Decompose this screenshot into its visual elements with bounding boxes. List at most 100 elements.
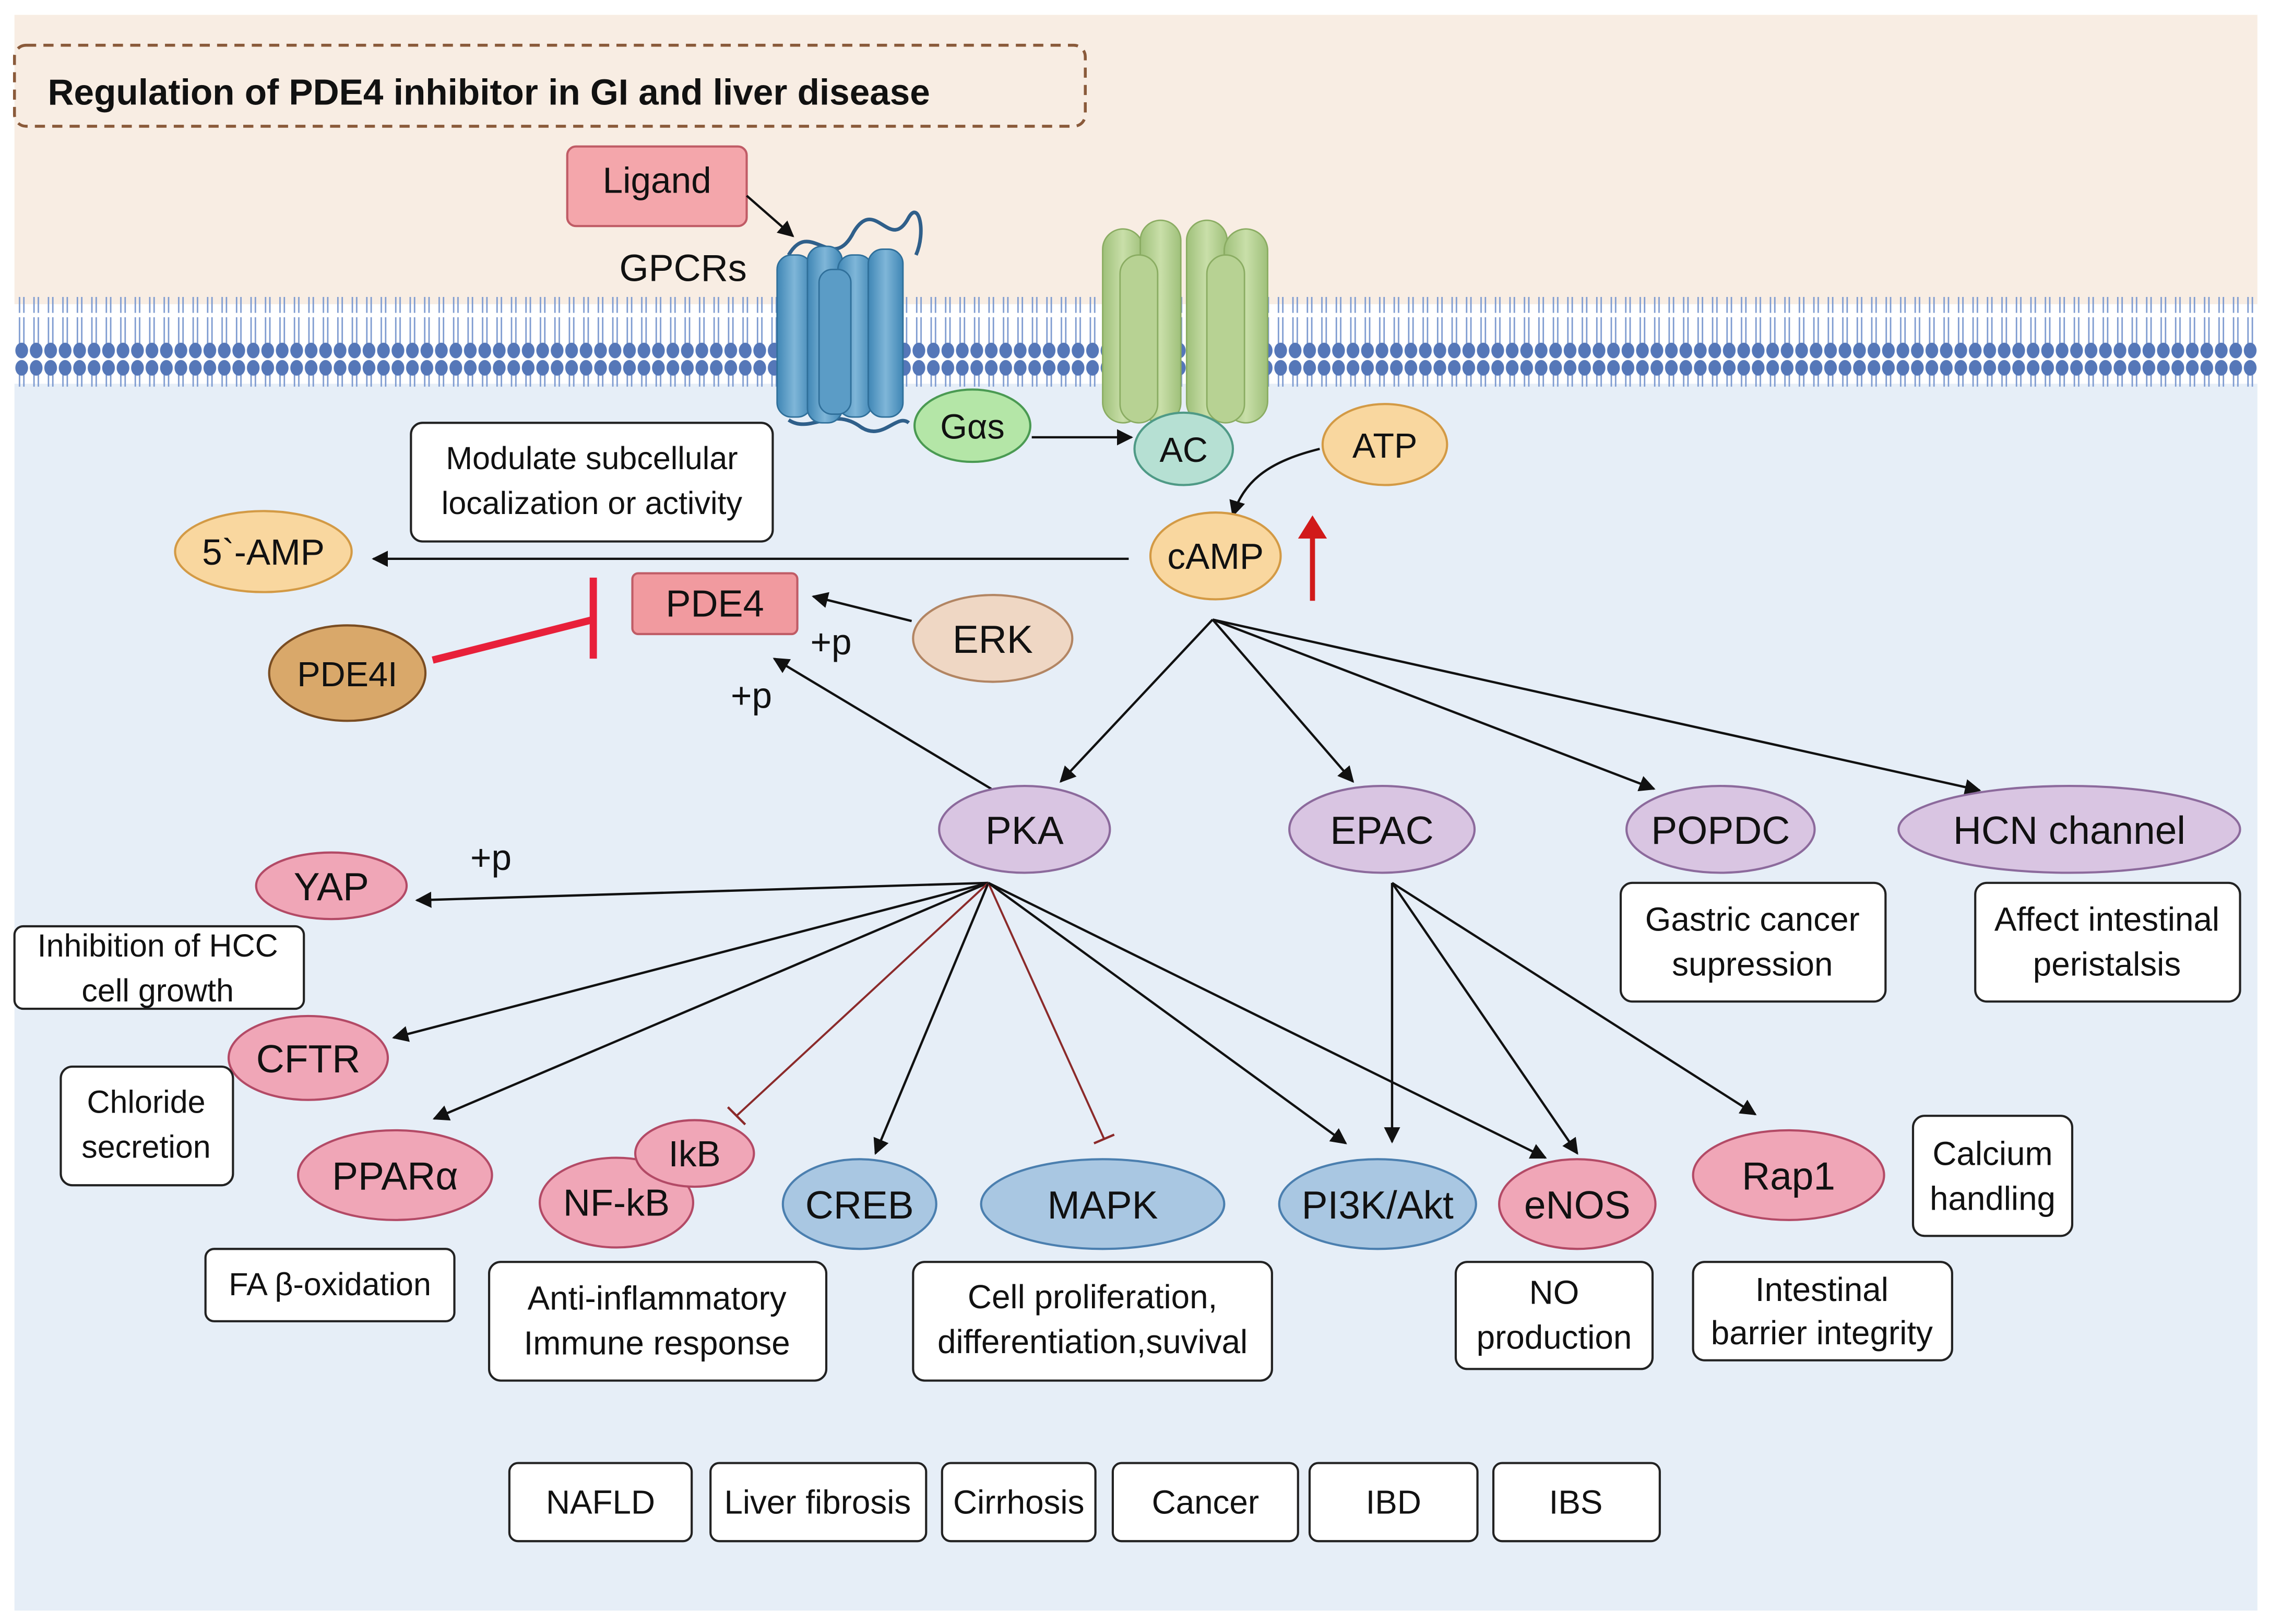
title: Regulation of PDE4 inhibitor in GI and l… — [47, 71, 930, 112]
calcium-line-2: handling — [1930, 1179, 2056, 1217]
pka-to-pi3k-arrow — [988, 882, 1347, 1144]
atp-label: ATP — [1352, 427, 1417, 465]
nfkb-label: NF-kB — [563, 1182, 670, 1224]
pka-to-ppara-arrow — [432, 881, 989, 1121]
epac-to-enos-arrow — [1391, 882, 1578, 1155]
chloride-line-1: Chloride — [87, 1084, 205, 1120]
peristalsis-line-1: Affect intestinal — [1994, 900, 2219, 938]
cellprolif-line-1: Cell proliferation, — [968, 1278, 1217, 1316]
enos-node — [1498, 1158, 1657, 1250]
cytoplasm-region — [14, 384, 2258, 1611]
camp-to-pka-arrow — [1059, 618, 1214, 783]
pka-to-ikb-inhibit — [735, 882, 989, 1117]
camp-to-epac-arrow — [1211, 618, 1355, 783]
erk-label: ERK — [953, 617, 1033, 661]
peristalsis-box — [1974, 881, 2241, 1003]
gastric-box — [1619, 881, 1887, 1003]
yap-phospho-label: +p — [470, 837, 512, 878]
chloride-line-2: secretion — [81, 1129, 210, 1165]
camp-to-popdc-arrow — [1212, 618, 1656, 792]
disease-box — [1111, 1462, 1299, 1543]
peristalsis-line-2: peristalsis — [2033, 945, 2181, 983]
cellprolif-box — [912, 1261, 1273, 1382]
gpcr-receptor-icon — [776, 210, 923, 433]
pka-phospho-label: +p — [731, 675, 772, 715]
disease-box — [709, 1462, 928, 1543]
cellprolif-line-2: differentiation,suvival — [937, 1323, 1248, 1360]
ikb-node — [634, 1119, 755, 1188]
modulate-line-1: Modulate subcellular — [446, 440, 738, 476]
ac-node — [1133, 411, 1234, 486]
erk-node — [912, 594, 1074, 683]
creb-label: CREB — [805, 1183, 914, 1227]
gpcrs-label: GPCRs — [620, 248, 747, 290]
pka-to-pde4-arrow — [773, 658, 992, 790]
no-line-2: production — [1477, 1319, 1632, 1356]
pde4-label: PDE4 — [666, 583, 764, 625]
ligand-to-gpcr-arrow — [746, 195, 794, 237]
disease-label: Liver fibrosis — [724, 1484, 911, 1521]
camp-increase-arrowhead — [1298, 515, 1327, 539]
nfkb-node — [538, 1156, 695, 1249]
camp-node — [1149, 511, 1282, 601]
camp-to-hcn-arrow — [1212, 618, 1981, 795]
gas-label: Gαs — [940, 408, 1004, 447]
adenylyl-cyclase-icon — [1102, 219, 1268, 424]
rap1-label: Rap1 — [1742, 1154, 1835, 1198]
disease-label: Cancer — [1152, 1484, 1260, 1521]
cftr-node — [227, 1014, 389, 1101]
disease-box — [1308, 1462, 1479, 1543]
mapk-label: MAPK — [1047, 1183, 1158, 1227]
enos-label: eNOS — [1524, 1183, 1631, 1227]
pde4i-inhibit-line — [432, 616, 595, 664]
disease-label: NAFLD — [546, 1484, 655, 1521]
fa-line-1: FA β-oxidation — [229, 1267, 431, 1302]
ikb-label: IkB — [669, 1133, 721, 1174]
rap1-node — [1692, 1129, 1885, 1221]
epac-to-rap1-arrow — [1391, 881, 1757, 1116]
pde4-box — [631, 572, 799, 636]
inflam-line-1: Anti-inflammatory — [528, 1280, 787, 1317]
pde4i-node — [268, 624, 427, 722]
pka-to-cftr-arrow — [392, 881, 989, 1042]
pka-to-yap-arrow — [415, 881, 989, 908]
popdc-node — [1625, 785, 1816, 874]
gastric-line-2: supression — [1672, 945, 1833, 983]
yap-node — [255, 851, 408, 921]
gas-node — [913, 388, 1031, 463]
atp-node — [1321, 403, 1448, 486]
gastric-line-1: Gastric cancer — [1645, 900, 1860, 938]
disease-box — [508, 1462, 693, 1543]
pka-to-creb-arrow — [873, 882, 990, 1155]
amp-label: 5`-AMP — [202, 532, 325, 572]
ac-label: AC — [1160, 431, 1208, 470]
hcn-node — [1897, 785, 2241, 874]
pka-label: PKA — [985, 808, 1064, 852]
hcn-label: HCN channel — [1953, 808, 2185, 852]
yap-label: YAP — [294, 865, 369, 909]
ppara-node — [297, 1129, 493, 1221]
calcium-line-1: Calcium — [1932, 1135, 2052, 1172]
inflam-box — [488, 1261, 828, 1382]
pi3k-label: PI3K/Akt — [1302, 1183, 1454, 1227]
epac-label: EPAC — [1330, 808, 1433, 852]
pka-node — [938, 785, 1111, 874]
camp-label: cAMP — [1167, 536, 1264, 577]
mapk-node — [980, 1158, 1226, 1250]
ppara-label: PPARα — [332, 1154, 458, 1198]
chloride-box — [60, 1065, 234, 1187]
modulate-line-2: localization or activity — [442, 485, 743, 521]
pka-to-ikb-inhibit-bar — [727, 1106, 746, 1126]
hcc-line-2: cell growth — [81, 973, 234, 1008]
calcium-box — [1911, 1115, 2074, 1237]
barrier-box — [1692, 1261, 1953, 1362]
ligand-label: Ligand — [603, 160, 711, 200]
creb-node — [781, 1158, 937, 1250]
no-line-1: NO — [1529, 1274, 1579, 1311]
cftr-label: CFTR — [256, 1037, 361, 1081]
pi3k-node — [1278, 1158, 1477, 1250]
barrier-line-1: Intestinal — [1755, 1271, 1888, 1308]
pka-to-enos-arrow — [988, 881, 1547, 1159]
